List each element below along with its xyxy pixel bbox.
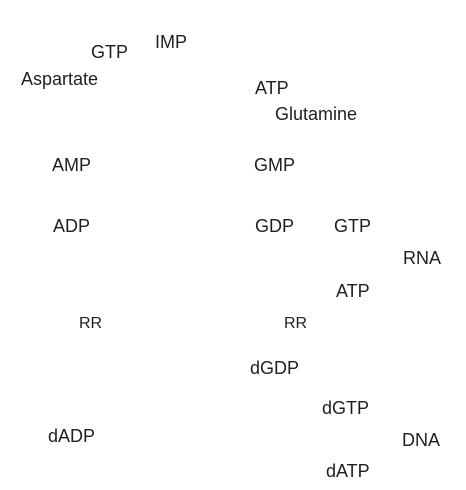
label-adp: ADP [53,216,91,236]
label-dna: DNA [402,430,441,450]
label-atp-mid: ATP [336,281,370,301]
label-glutamine: Glutamine [275,104,358,124]
label-rr-right: RR [284,315,308,332]
label-rna: RNA [403,248,442,268]
label-imp: IMP [155,32,188,52]
label-gtp-mid: GTP [334,216,372,236]
clipped-top-text-fragment [352,0,412,1]
label-dgtp: dGTP [322,398,370,418]
label-datp: dATP [326,461,370,481]
label-rr-left: RR [79,315,103,332]
label-gdp: GDP [255,216,295,236]
label-gmp: GMP [254,155,296,175]
label-gtp-top: GTP [91,42,129,62]
label-atp-top: ATP [255,78,289,98]
label-dadp: dADP [48,426,96,446]
label-dgdp: dGDP [250,358,300,378]
label-amp: AMP [52,155,92,175]
label-aspartate: Aspartate [21,69,99,89]
